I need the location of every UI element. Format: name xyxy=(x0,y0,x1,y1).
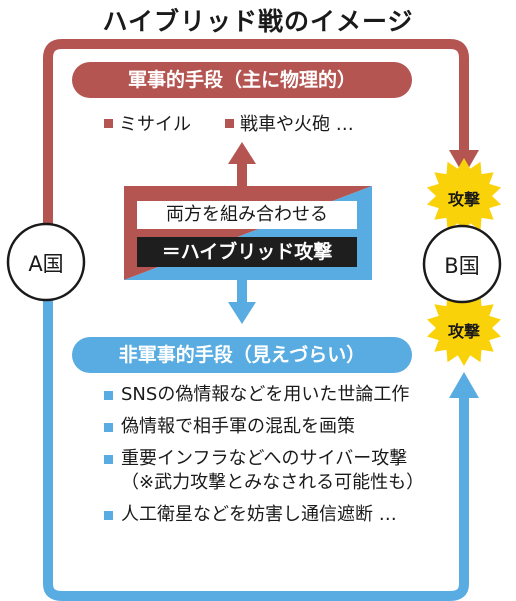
non-military-arrowhead xyxy=(449,372,479,398)
bullet-square-icon xyxy=(104,511,113,520)
list-item: SNSの偽情報などを用いた世論工作 xyxy=(104,383,434,407)
attack-burst-top xyxy=(427,158,501,234)
list-item: 重要インフラなどへのサイバー攻撃（※武力攻撃とみなされる可能性も） xyxy=(104,447,434,495)
non-military-means-list: SNSの偽情報などを用いた世論工作 偽情報で相手軍の混乱を画策 重要インフラなど… xyxy=(104,383,434,535)
down-arrow-head xyxy=(228,302,256,324)
country-b-label: B国 xyxy=(444,254,480,278)
attack-label-top: 攻撃 xyxy=(447,190,480,209)
country-b-circle xyxy=(422,224,502,304)
attack-burst-bottom xyxy=(427,290,501,366)
non-military-attack-path xyxy=(43,298,469,601)
bullet-square-icon xyxy=(104,118,113,128)
combine-both-label: 両方を組み合わせる xyxy=(137,201,357,229)
military-means-list: ミサイル 戦車や火砲 … xyxy=(104,110,354,136)
up-arrow-head xyxy=(228,142,256,164)
country-a-circle xyxy=(6,222,86,302)
attack-label-bottom: 攻撃 xyxy=(447,322,480,341)
bullet-square-icon xyxy=(104,423,113,432)
non-military-means-header: 非軍事的手段（見えづらい） xyxy=(72,337,412,373)
list-item: 戦車や火砲 … xyxy=(225,110,354,136)
military-attack-path xyxy=(43,39,469,230)
bullet-square-icon xyxy=(104,391,113,400)
hybrid-attack-label: ＝ハイブリッド攻撃 xyxy=(137,237,357,267)
list-item: 人工衛星などを妨害し通信遮断 … xyxy=(104,503,434,527)
country-a-label: A国 xyxy=(28,252,64,276)
up-arrow-shaft xyxy=(237,160,247,188)
down-arrow-shaft xyxy=(237,278,247,306)
bullet-square-icon xyxy=(104,455,113,464)
list-item: 偽情報で相手軍の混乱を画策 xyxy=(104,415,434,439)
diagram-title: ハイブリッド戦のイメージ xyxy=(102,7,414,36)
list-item: ミサイル xyxy=(104,110,191,136)
military-means-header: 軍事的手段（主に物理的） xyxy=(72,62,412,98)
bullet-square-icon xyxy=(225,118,234,128)
